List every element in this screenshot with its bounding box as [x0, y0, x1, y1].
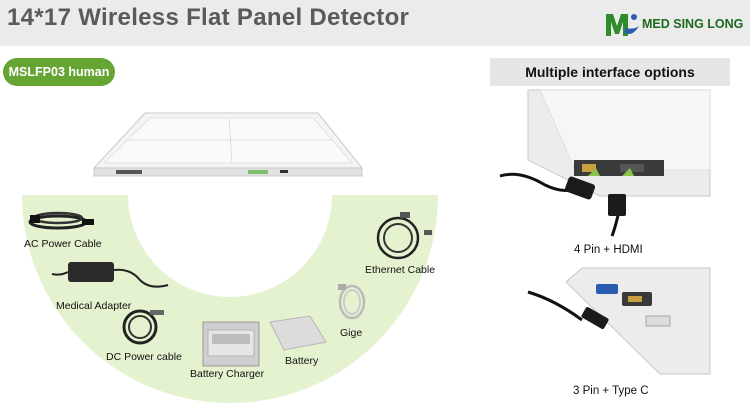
interface-4pin-hdmi-illustration: [499, 89, 711, 237]
battery-charger-icon: [202, 321, 260, 367]
interface-label-4pin-hdmi: 4 Pin + HDMI: [574, 244, 643, 256]
accessory-label-battery-charger: Battery Charger: [190, 368, 265, 380]
battery-icon: [269, 315, 327, 351]
ethernet-cable-icon: [376, 212, 432, 260]
accessory-label-ethernet-cable: Ethernet Cable: [365, 264, 436, 276]
accessory-label-dc-power-cable: DC Power cable: [106, 351, 182, 363]
accessory-label-ac-power-cable: AC Power Cable: [24, 238, 102, 250]
gige-cable-icon: [338, 284, 366, 320]
model-badge: MSLFP03 human: [3, 58, 115, 86]
brand-logo: MED SING LONG: [604, 8, 750, 40]
interface-options-banner: Multiple interface options: [490, 58, 730, 86]
page-title: 14*17 Wireless Flat Panel Detector: [7, 4, 410, 31]
dc-power-cable-icon: [122, 309, 164, 345]
interface-3pin-typec-illustration: [527, 267, 711, 375]
medical-adapter-icon: [51, 262, 169, 288]
accessory-arc: [22, 195, 438, 403]
logo-text: MED SING LONG: [642, 17, 744, 31]
flat-panel-detector: [92, 112, 364, 177]
accessory-label-gige: Gige: [340, 327, 363, 339]
accessory-label-battery: Battery: [285, 355, 319, 367]
logo-mark-icon: [606, 14, 639, 36]
accessory-label-medical-adapter: Medical Adapter: [56, 300, 132, 312]
ac-power-cable-icon: [28, 211, 94, 230]
interface-label-3pin-typec: 3 Pin + Type C: [573, 385, 649, 397]
